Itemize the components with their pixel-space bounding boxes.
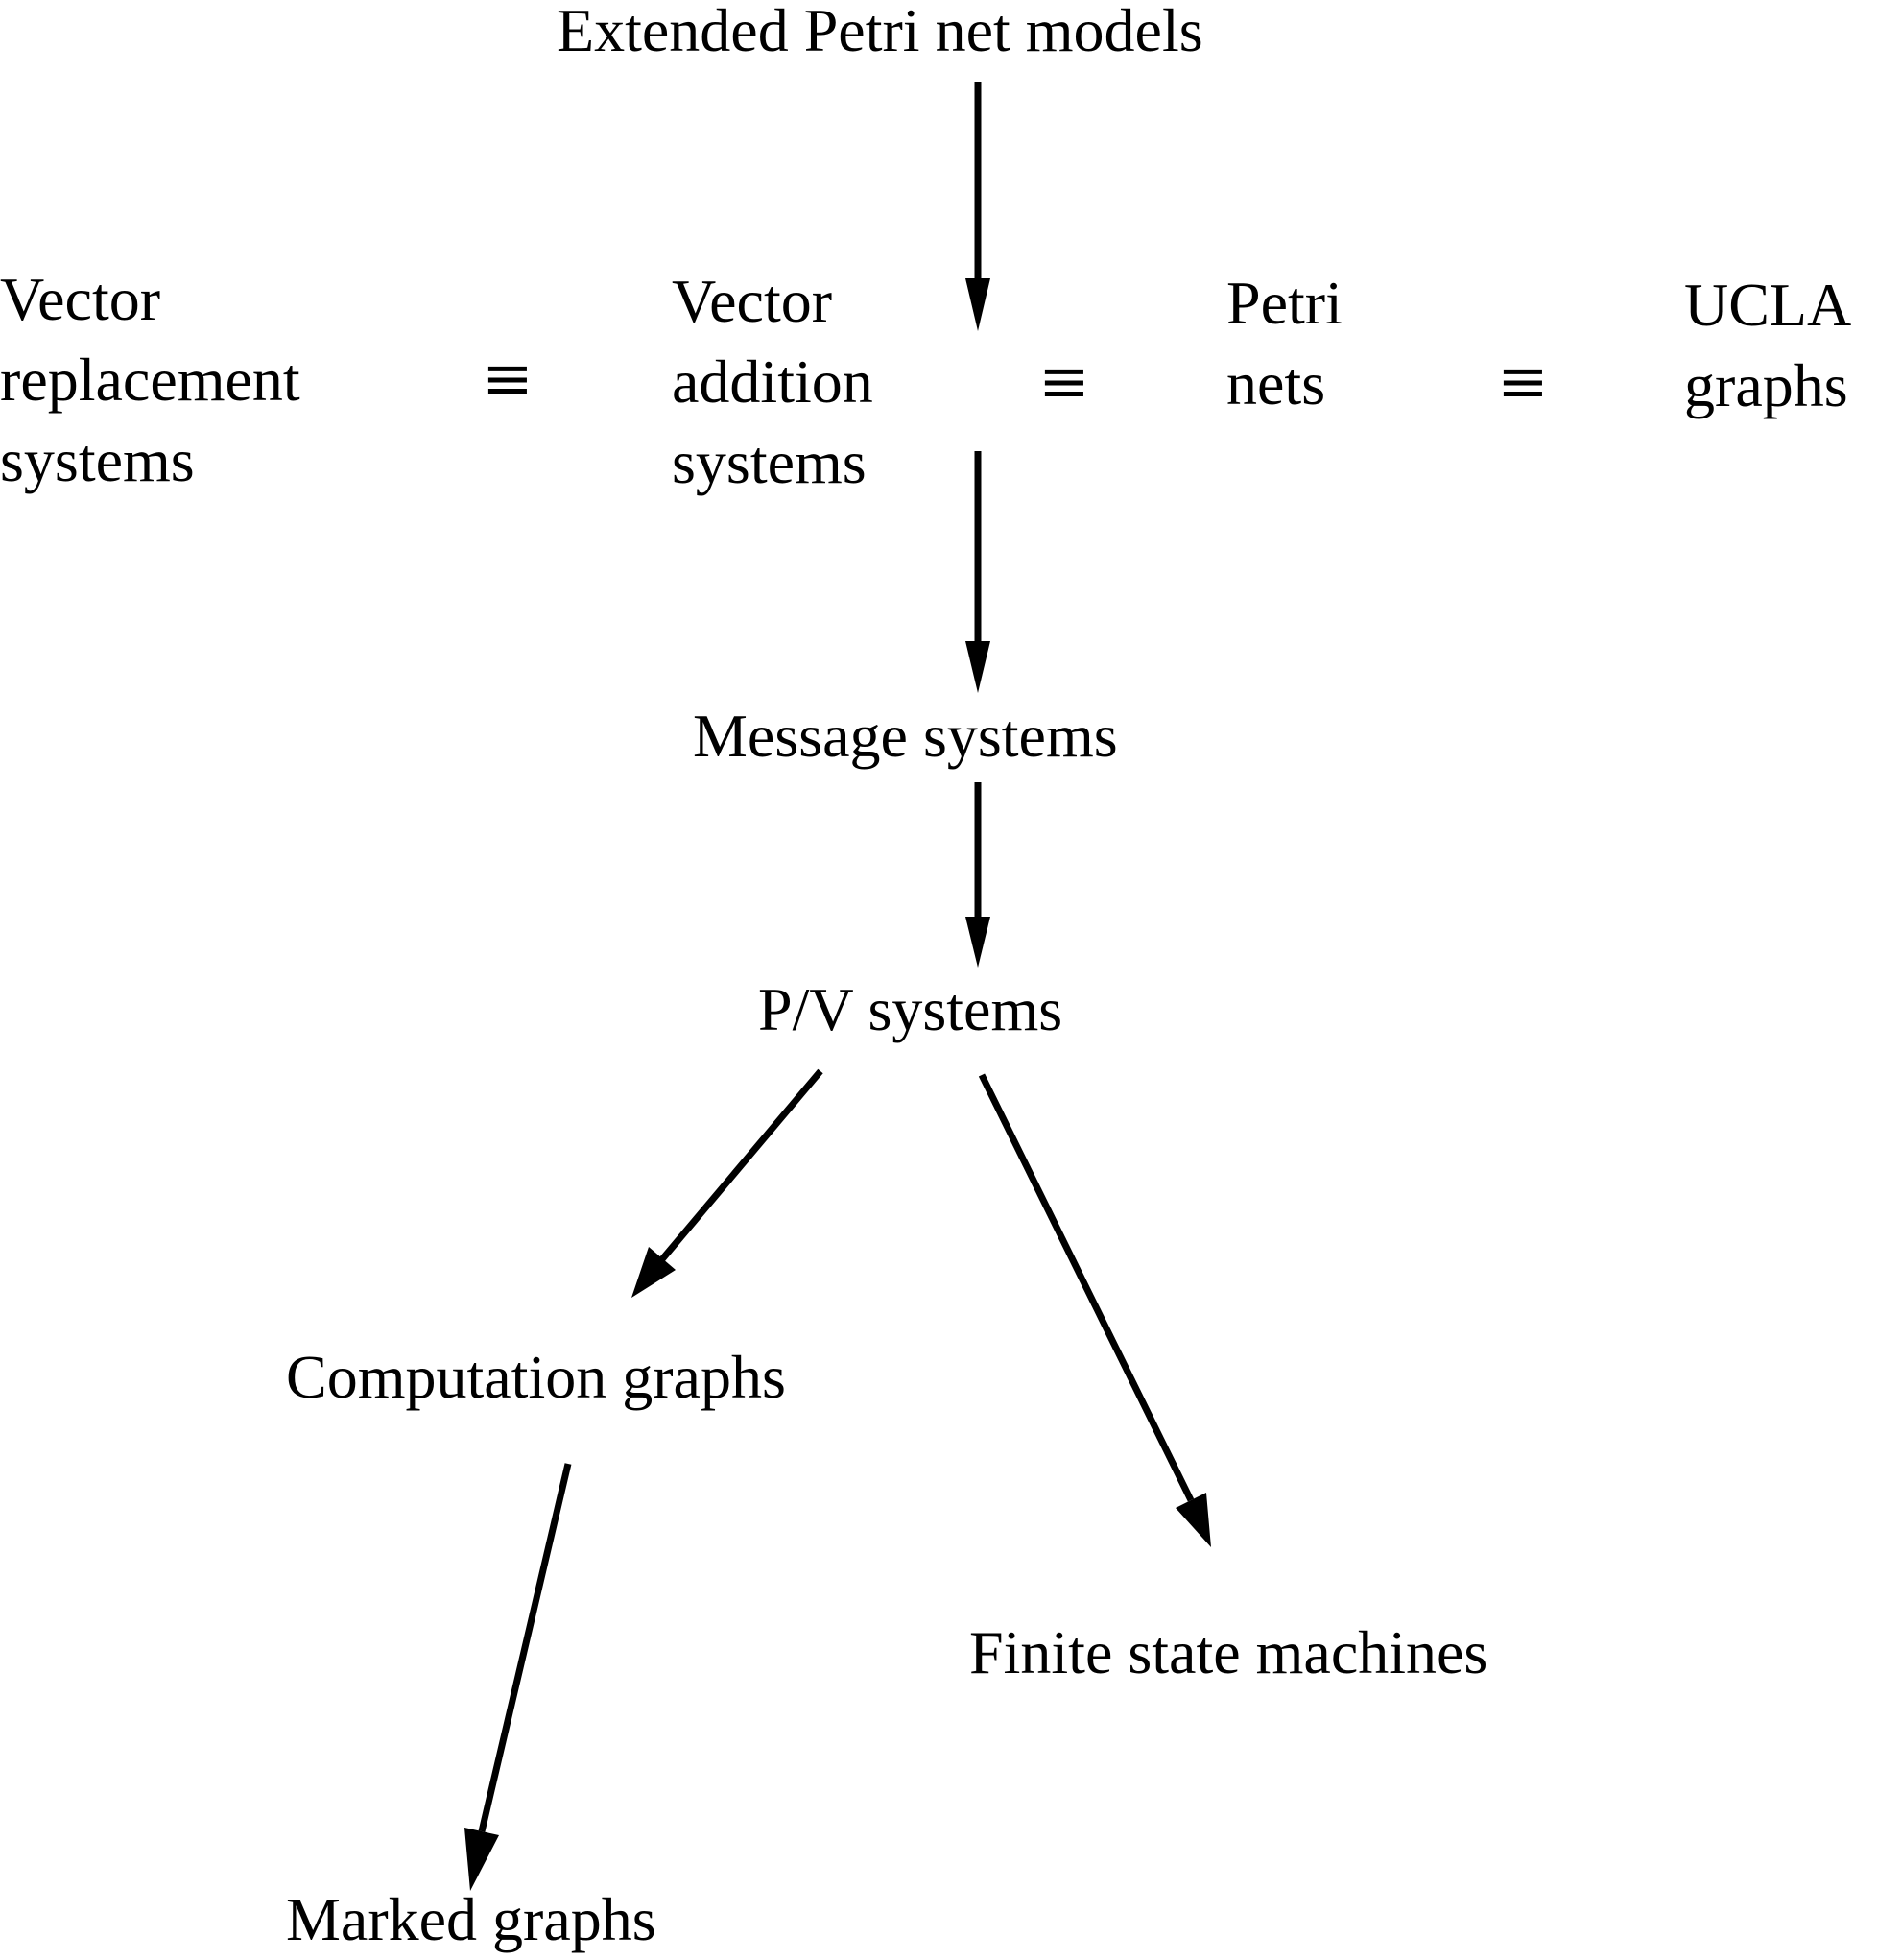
- arrow-computation-to-marked-graphs: [464, 1463, 572, 1891]
- node-marked-graphs: Marked graphs: [286, 1885, 656, 1953]
- node-vector-addition-systems: Vector addition systems: [672, 261, 873, 503]
- node-vector-replacement-systems-line-3: systems: [0, 426, 195, 494]
- arrow-extended-to-vector-addition: [965, 82, 990, 331]
- node-petri-nets: Petri nets: [1226, 263, 1343, 424]
- node-ucla-graphs: UCLA graphs: [1684, 265, 1851, 426]
- equivalence-symbol-2: ≡: [1038, 347, 1090, 418]
- node-petri-nets-line-2: nets: [1226, 349, 1326, 418]
- equivalence-symbol-3: ≡: [1497, 347, 1549, 418]
- node-vector-addition-systems-line-2: addition: [672, 347, 873, 416]
- arrow-vector-addition-to-message-systems: [965, 451, 990, 693]
- node-vector-addition-systems-line-1: Vector: [672, 267, 833, 335]
- node-ucla-graphs-line-2: graphs: [1684, 351, 1848, 419]
- node-pv-systems: P/V systems: [758, 975, 1063, 1043]
- arrow-message-to-pv-systems: [965, 782, 990, 968]
- node-message-systems: Message systems: [693, 702, 1118, 770]
- node-vector-replacement-systems-line-2: replacement: [0, 346, 300, 414]
- node-computation-graphs: Computation graphs: [286, 1343, 786, 1411]
- node-ucla-graphs-line-1: UCLA: [1684, 271, 1852, 339]
- node-extended-petri-net-models: Extended Petri net models: [557, 0, 1203, 64]
- node-vector-replacement-systems: Vector replacement systems: [0, 259, 300, 501]
- equivalence-symbol-1: ≡: [482, 344, 534, 415]
- node-petri-nets-line-1: Petri: [1226, 269, 1343, 337]
- node-vector-replacement-systems-line-1: Vector: [0, 265, 161, 333]
- arrow-pv-to-finite-state-machines: [978, 1073, 1211, 1547]
- node-vector-addition-systems-line-3: systems: [672, 428, 867, 496]
- arrow-pv-to-computation-graphs: [631, 1068, 823, 1298]
- node-finite-state-machines: Finite state machines: [969, 1618, 1488, 1686]
